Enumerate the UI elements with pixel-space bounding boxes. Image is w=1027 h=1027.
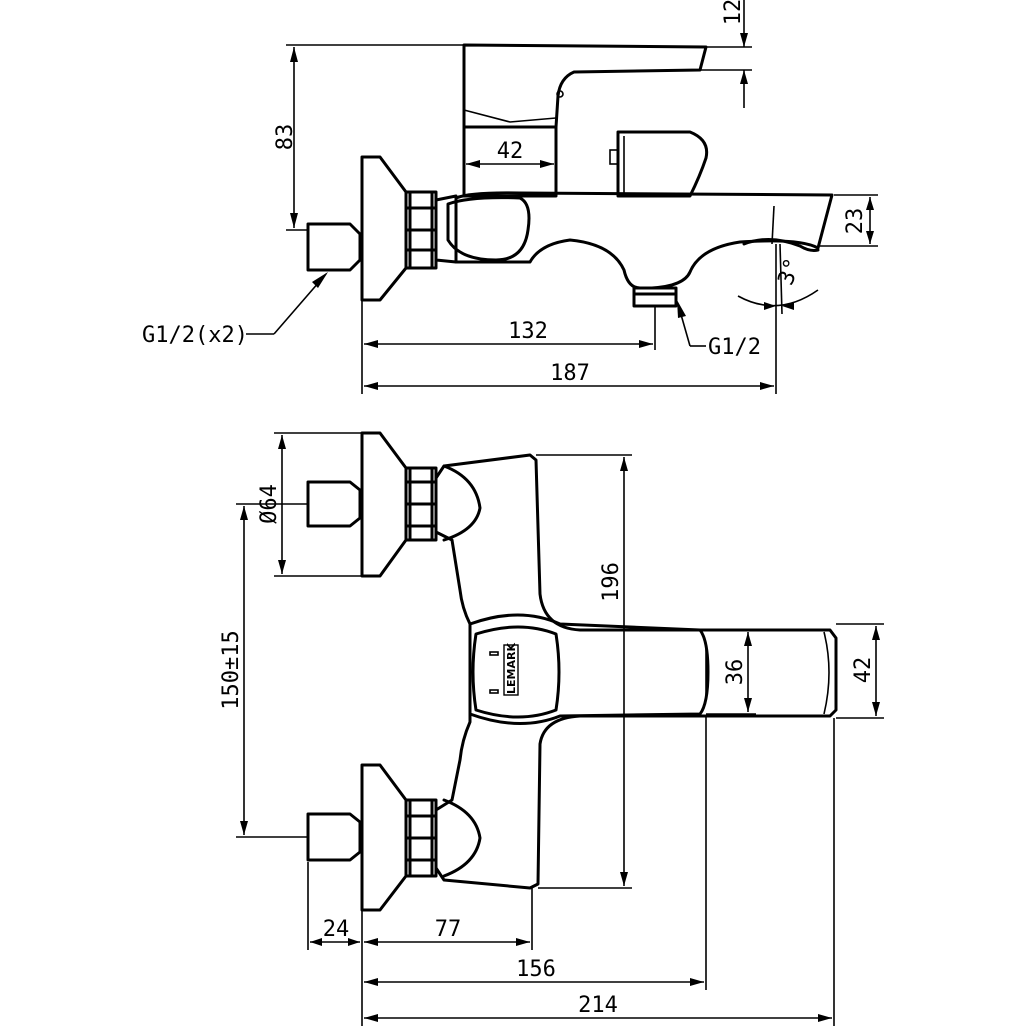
top-view: LEMARK — [306, 431, 838, 912]
lever-pin — [556, 90, 564, 98]
diverter-pin — [609, 149, 619, 165]
dim-body-depth: 77 — [435, 917, 462, 942]
angle-arc — [737, 289, 819, 307]
handle-window — [468, 613, 710, 725]
spout-tip-top — [823, 631, 830, 715]
escutcheon-side — [360, 155, 408, 302]
dim-angle: 3° — [774, 255, 807, 288]
brand-label: LEMARK — [505, 643, 518, 694]
lever-handle — [462, 43, 708, 129]
mixer-body-top — [434, 453, 838, 890]
spout-lip — [742, 238, 820, 252]
callout-inlet-thread: G1/2(x2) — [142, 323, 248, 348]
dim-body-length: 196 — [599, 562, 624, 602]
dim-outlet-offset: 132 — [508, 319, 548, 344]
hex-nut-upper — [404, 466, 438, 542]
dim-outlet-width: 36 — [723, 659, 748, 686]
inlet-connector-side — [306, 222, 362, 272]
diverter-knob — [616, 130, 709, 198]
arrows-spout — [866, 197, 874, 244]
dim-inlet-stub: 24 — [323, 917, 350, 942]
mixer-body-side — [454, 191, 834, 290]
inlet-connector-lower — [306, 812, 362, 862]
body-petal-lower — [442, 798, 482, 878]
arrows-inlet-stub — [310, 938, 360, 946]
top-view-dimensions: Ø64 150±15 196 36 42 24 — [219, 432, 884, 1026]
arrows-escutcheon — [278, 435, 286, 574]
dim-total-depth: 214 — [578, 993, 618, 1018]
body-petal-upper — [442, 464, 482, 542]
collar-side — [434, 194, 458, 264]
dim-height: 83 — [273, 124, 298, 151]
arrows-handle — [740, 33, 748, 84]
side-view-dimensions: 83 12 42 23 3° 132 187 — [142, 0, 878, 394]
dim-center-distance: 150±15 — [219, 630, 244, 709]
spout-groove — [771, 205, 775, 245]
dim-total-length: 187 — [550, 361, 590, 386]
side-view — [306, 43, 834, 308]
hex-nut-side — [404, 190, 438, 270]
inlet-connector-upper — [306, 480, 362, 528]
arrows-angle — [764, 302, 794, 310]
dim-spout-thickness: 23 — [843, 208, 868, 235]
hex-nut-lower — [404, 798, 438, 878]
body-recess-side — [446, 196, 531, 262]
dim-outlet-reach: 156 — [516, 957, 556, 982]
dim-body-width: 42 — [497, 139, 524, 164]
dim-spout-width: 42 — [851, 657, 876, 684]
escutcheon-top-upper — [360, 431, 408, 578]
dim-handle-lift: 12 — [721, 0, 746, 25]
angle-line-tilted — [779, 243, 783, 315]
outlet-nozzle — [632, 286, 678, 308]
indicator-bottom — [489, 689, 499, 694]
callout-outlet-thread: G1/2 — [708, 335, 761, 360]
brand-logo: LEMARK — [503, 643, 519, 696]
arrow-inlet-leader — [312, 272, 328, 288]
lever-handle-edge — [463, 109, 557, 123]
indicator-top — [489, 651, 499, 656]
escutcheon-top-lower — [360, 763, 408, 912]
handle-cap — [471, 625, 561, 719]
arrow-outlet-leader — [677, 300, 686, 318]
